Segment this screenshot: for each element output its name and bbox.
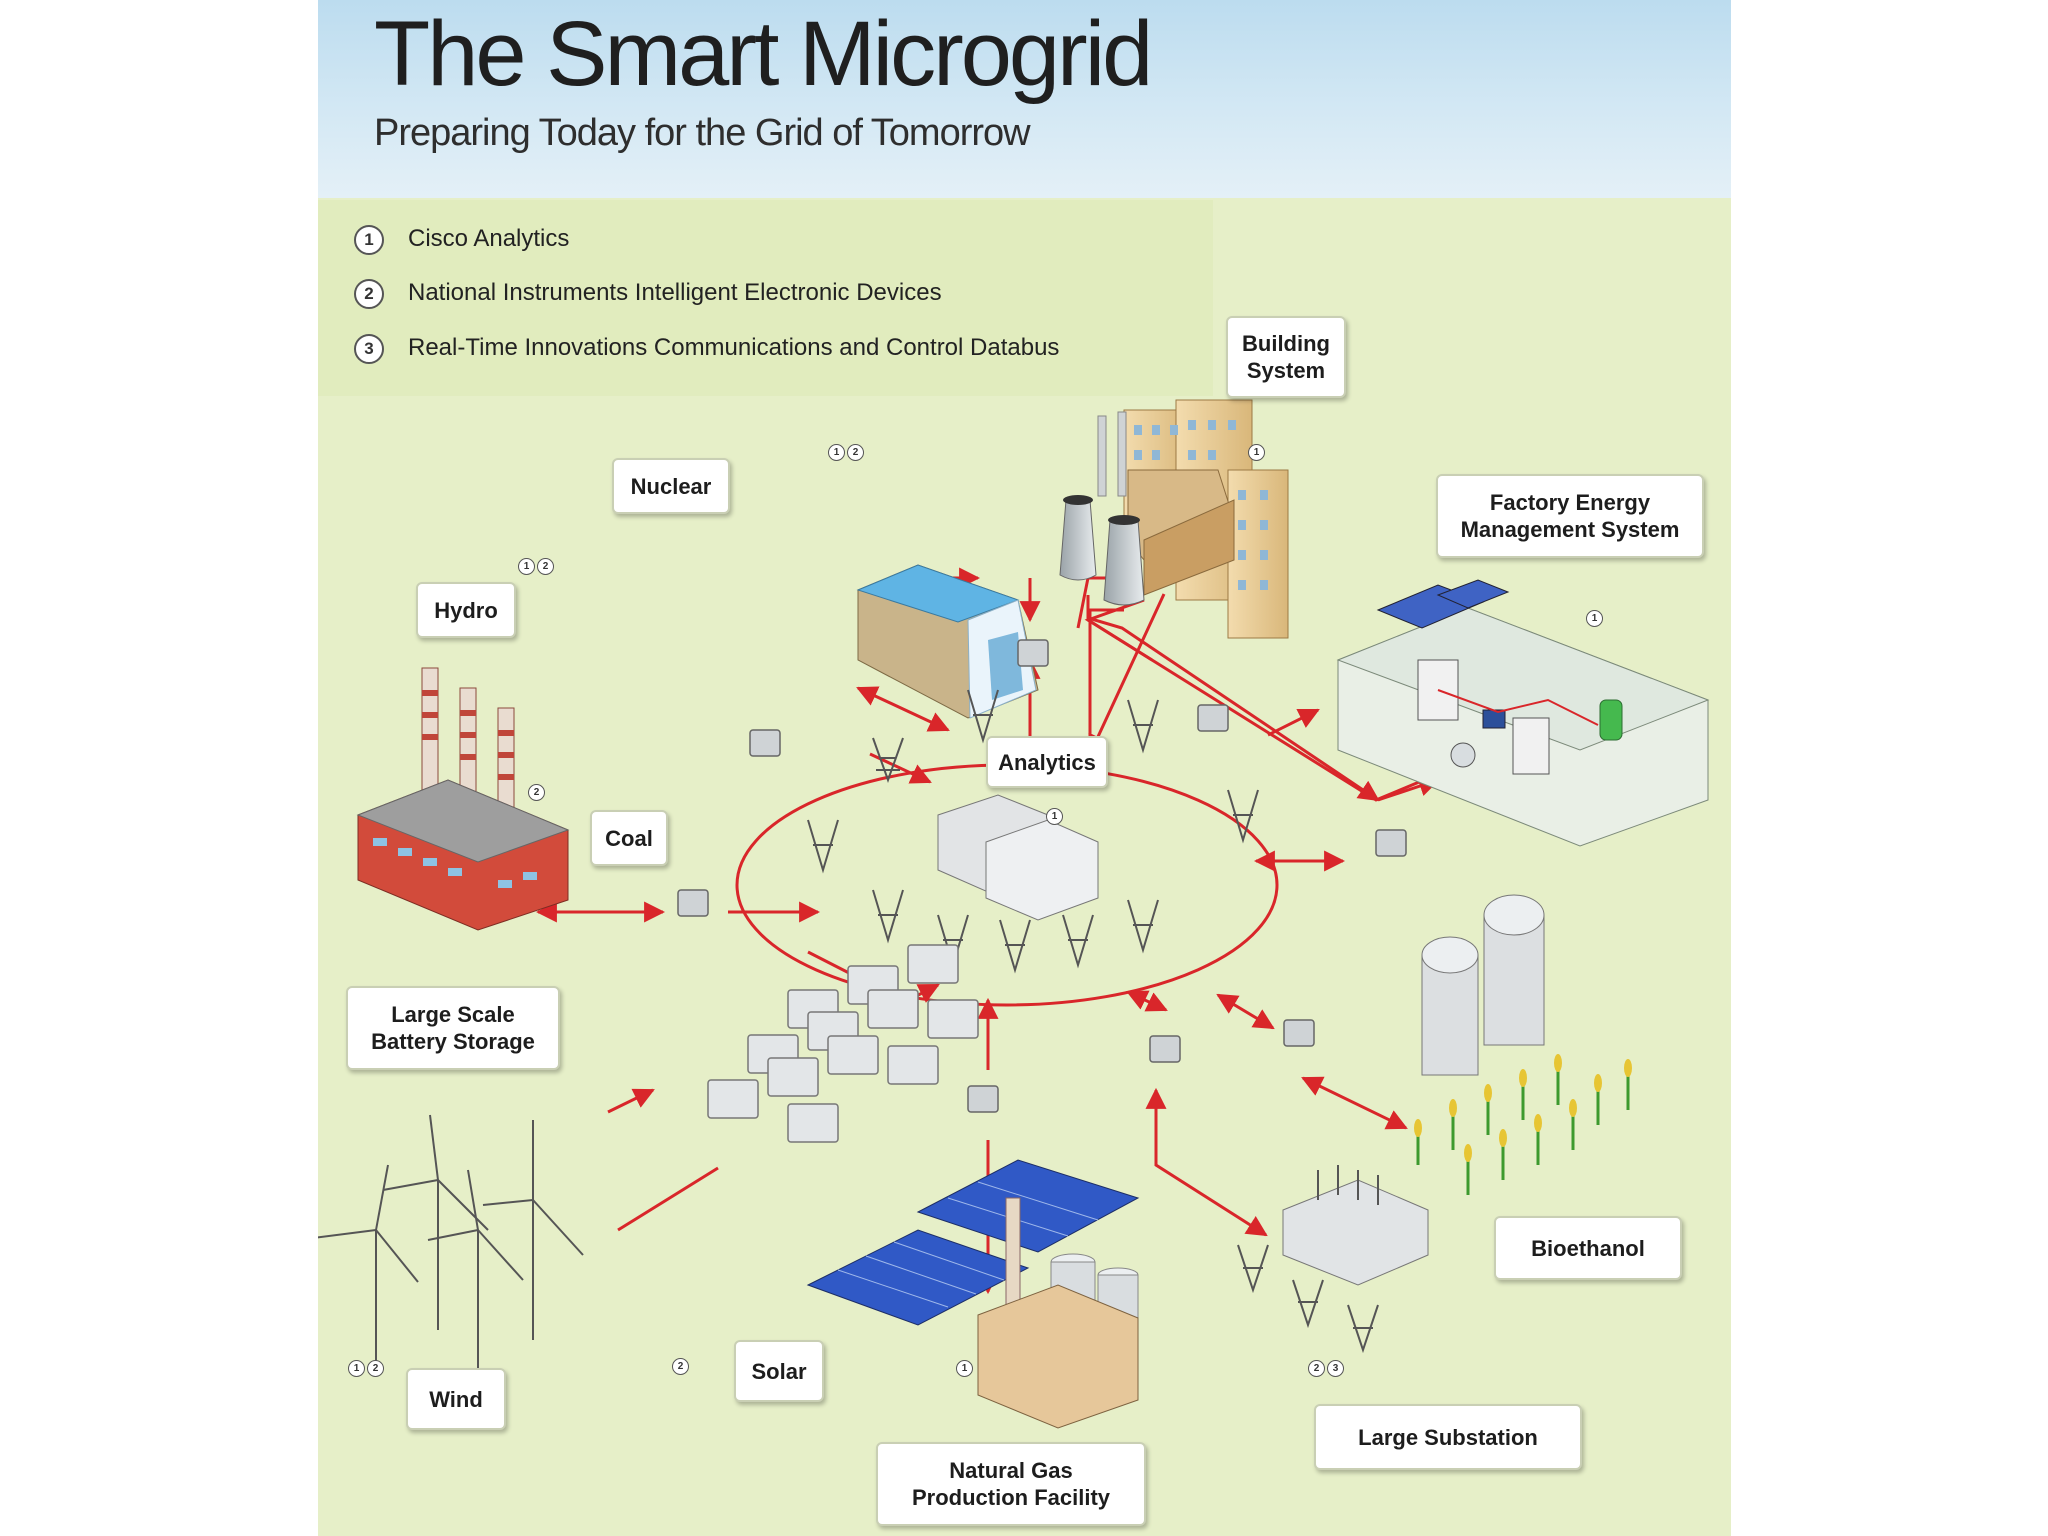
- tag-coal: 2: [528, 784, 545, 801]
- wind-turbines-illustration: [318, 1115, 583, 1370]
- factory-illustration: [1338, 580, 1708, 846]
- analytics-datacenter-illustration: [938, 795, 1098, 920]
- battery-storage-illustration: [708, 945, 978, 1142]
- substation-illustration: [1238, 1165, 1428, 1350]
- label-natural-gas: Natural Gas Production Facility: [876, 1442, 1146, 1526]
- label-wind: Wind: [406, 1368, 506, 1430]
- label-battery-storage: Large Scale Battery Storage: [346, 986, 560, 1070]
- label-substation: Large Substation: [1314, 1404, 1582, 1470]
- tag-analytics: 1: [1046, 808, 1063, 825]
- label-hydro: Hydro: [416, 582, 516, 638]
- smart-microgrid-poster: The Smart Microgrid Preparing Today for …: [318, 0, 1731, 1536]
- tag-solar: 2: [672, 1358, 689, 1375]
- tag-building: 1: [1248, 444, 1265, 461]
- label-nuclear: Nuclear: [612, 458, 730, 514]
- label-bioethanol: Bioethanol: [1494, 1216, 1682, 1280]
- label-factory: Factory Energy Management System: [1436, 474, 1704, 558]
- bioethanol-illustration: [1414, 895, 1632, 1195]
- tag-natural-gas: 1: [956, 1360, 973, 1377]
- tag-factory: 1: [1586, 610, 1603, 627]
- label-solar: Solar: [734, 1340, 824, 1402]
- label-coal: Coal: [590, 810, 668, 866]
- label-building-system: Building System: [1226, 316, 1346, 398]
- hydro-dam-illustration: [858, 565, 1038, 718]
- label-analytics: Analytics: [986, 736, 1108, 788]
